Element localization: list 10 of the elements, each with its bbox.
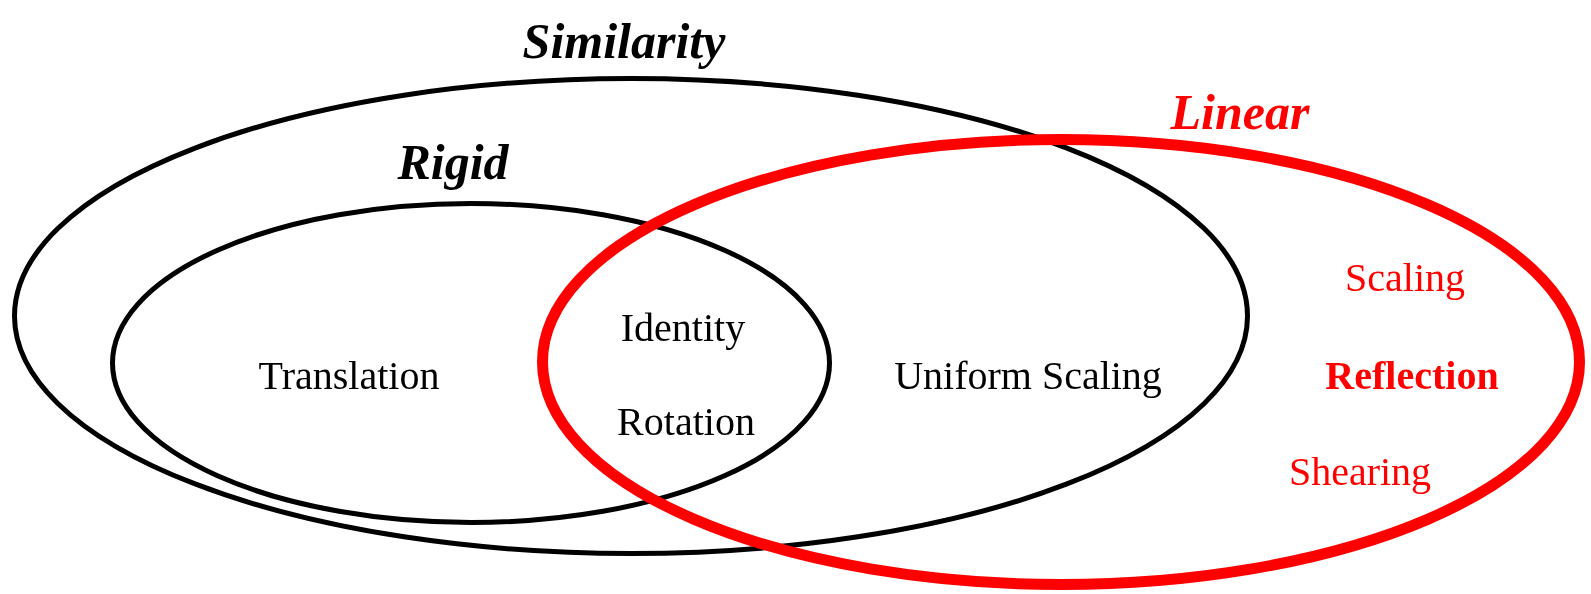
set-heading: Rigid [397,133,509,191]
set-heading: Similarity [522,12,726,70]
member-label: Rotation [617,397,755,445]
member-label: Scaling [1345,253,1465,301]
set-heading: Linear [1170,83,1310,141]
member-label: Reflection [1325,351,1499,399]
member-label: Shearing [1288,447,1432,495]
member-label: Identity [620,303,746,351]
member-label: Uniform Scaling [894,351,1162,399]
member-label: Translation [258,351,440,399]
